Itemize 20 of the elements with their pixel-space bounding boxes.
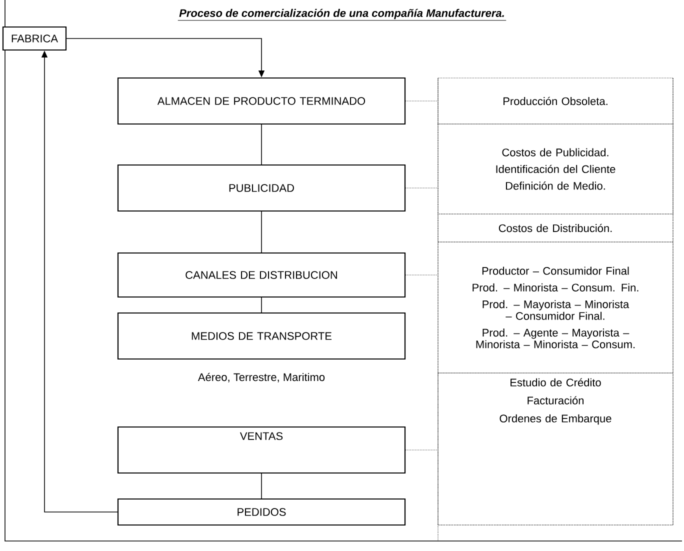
connector-line	[261, 473, 262, 499]
connector-line	[261, 211, 262, 253]
process-box: PUBLICIDAD	[117, 164, 406, 212]
connector-line	[261, 297, 262, 313]
title: Proceso de comercialización de una compañía Manufacturera.	[179, 8, 504, 20]
connector-line	[261, 124, 262, 165]
detail-box: Productor – Consumidor Final Prod. – Minorista – Consum. Fin. Prod. – Mayorista – Minorista – Consumidor Final. Prod. – Agente – Mayorista – Minorista – Minorista – Consum.	[438, 242, 674, 374]
detail-box: Costos de Publicidad. Identificación del Cliente Definición de Medio.	[438, 124, 674, 214]
beside-text: Aéreo, Terrestre, Maritimo	[198, 372, 325, 382]
process-box: VENTAS	[117, 426, 406, 474]
process-box: PEDIDOS	[117, 498, 406, 526]
process-box: FABRICA	[2, 26, 67, 51]
process-box: MEDIOS DE TRANSPORTE	[117, 312, 406, 360]
process-box: CANALES DE DISTRIBUCION	[117, 252, 406, 298]
connector-line	[405, 100, 438, 102]
process-box: ALMACEN DE PRODUCTO TERMINADO	[117, 77, 406, 125]
detail-box: Estudio de Crédito Facturación Ordenes de Embarque	[438, 372, 674, 526]
detail-box: Costos de Distribución.	[438, 214, 674, 242]
connector-line	[405, 274, 438, 276]
detail-box: Producción Obsoleta.	[438, 78, 674, 124]
